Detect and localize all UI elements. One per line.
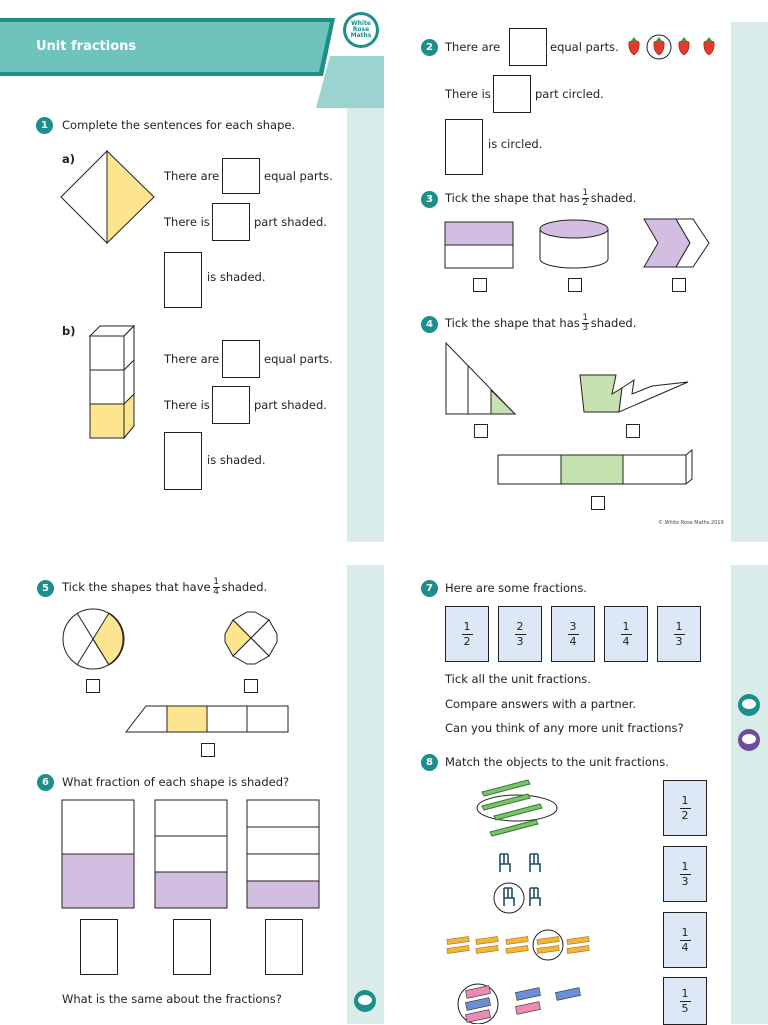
q2-sentence1-start: There are <box>445 40 501 54</box>
q4-prism-shape <box>497 449 693 485</box>
q1a-fraction-box[interactable] <box>164 252 202 308</box>
q2-fraction-box[interactable] <box>445 119 483 175</box>
header-banner <box>0 18 384 108</box>
q1b-label: b) <box>62 324 76 338</box>
q5-cross-shape <box>224 611 278 665</box>
q6-answer-box-2[interactable] <box>173 919 211 975</box>
q4-tick-box-prism[interactable] <box>591 496 605 510</box>
q1b-sentence2-start: There is <box>164 398 210 412</box>
page-title: Unit fractions <box>36 39 137 54</box>
q2-answer-box-1[interactable] <box>509 28 547 66</box>
q5-pencil-shape <box>124 705 289 733</box>
q3-tick-box-arrow[interactable] <box>672 278 686 292</box>
q1b-answer-box-2[interactable] <box>212 386 250 424</box>
q7-instruction-2: Compare answers with a partner. <box>445 697 637 711</box>
question-number-4: 4 <box>421 316 438 333</box>
q1a-label: a) <box>62 152 76 166</box>
q1a-sentence1-end: equal parts. <box>264 169 333 183</box>
q6-quarters-rectangle <box>246 799 320 909</box>
copyright-notice: © White Rose Maths 2019 <box>658 520 724 526</box>
q2-sentence2-start: There is <box>445 87 491 101</box>
q5-circle-shape <box>62 608 125 670</box>
q2-sentence2-end: part circled. <box>535 87 604 101</box>
q1a-sentence1-start: There are <box>164 169 220 183</box>
page4-sidebar <box>731 565 768 1024</box>
q4-tick-box-lightning[interactable] <box>626 424 640 438</box>
q8-chairs-group <box>493 853 541 914</box>
q1a-sentence2-start: There is <box>164 215 210 229</box>
q6-answer-box-1[interactable] <box>80 919 118 975</box>
q5-tick-box-cross[interactable] <box>244 679 258 693</box>
q6-followup: What is the same about the fractions? <box>62 992 282 1006</box>
q2-sentence3-end: is circled. <box>488 137 543 151</box>
q6-prompt: What fraction of each shape is shaded? <box>62 775 290 789</box>
q2-answer-box-2[interactable] <box>493 75 531 113</box>
q4-lightning-shape <box>579 374 689 413</box>
discussion-bubble-icon-teal <box>738 694 760 716</box>
q3-tick-box-cylinder[interactable] <box>568 278 582 292</box>
question-number-6: 6 <box>37 774 54 791</box>
q2-sentence1-end: equal parts. <box>550 40 619 54</box>
page2-sidebar <box>731 22 768 542</box>
q1a-sentence3-end: is shaded. <box>207 270 266 284</box>
q1b-sentence1-start: There are <box>164 352 220 366</box>
page3-sidebar <box>347 565 384 1024</box>
q1a-sentence2-end: part shaded. <box>254 215 327 229</box>
q1b-fraction-box[interactable] <box>164 432 202 490</box>
q1b-sentence3-end: is shaded. <box>207 453 266 467</box>
question-number-2: 2 <box>421 39 438 56</box>
discussion-bubble-icon-purple <box>738 729 760 751</box>
q3-cylinder-shape <box>539 219 609 269</box>
q5-tick-box-pencil[interactable] <box>201 743 215 757</box>
q8-rubbers-group <box>457 983 581 1024</box>
q8-prompt: Match the objects to the unit fractions. <box>445 755 669 769</box>
q8-erasers-group <box>446 929 590 961</box>
q1a-kite-shape <box>60 150 155 245</box>
q1b-stacked-cubes <box>88 324 136 440</box>
q3-arrow-shape <box>643 218 710 268</box>
discussion-bubble-icon <box>354 990 376 1012</box>
q7-instruction-3: Can you think of any more unit fractions… <box>445 721 684 735</box>
q8-pencils-group <box>476 779 558 837</box>
q6-answer-box-3[interactable] <box>265 919 303 975</box>
q5-tick-box-circle[interactable] <box>86 679 100 693</box>
q1a-answer-box-2[interactable] <box>212 203 250 241</box>
q1b-sentence2-end: part shaded. <box>254 398 327 412</box>
q6-halves-rectangle <box>61 799 135 909</box>
q1b-sentence1-end: equal parts. <box>264 352 333 366</box>
q1-prompt: Complete the sentences for each shape. <box>62 118 296 132</box>
q2-strawberries <box>628 34 715 60</box>
white-rose-logo: White Rose Maths <box>343 12 379 48</box>
question-number-7: 7 <box>421 580 438 597</box>
question-number-3: 3 <box>421 191 438 208</box>
question-number-1: 1 <box>36 117 53 134</box>
q1a-answer-box-1[interactable] <box>222 158 260 194</box>
question-number-8: 8 <box>421 754 438 771</box>
q7-prompt: Here are some fractions. <box>445 581 587 595</box>
question-number-5: 5 <box>37 580 54 597</box>
q4-triangle-shape <box>445 342 517 415</box>
q7-instruction-1: Tick all the unit fractions. <box>445 672 591 686</box>
page1-sidebar <box>347 100 384 542</box>
q6-thirds-rectangle <box>154 799 228 909</box>
q1b-answer-box-1[interactable] <box>222 340 260 378</box>
q3-tick-box-rectangle[interactable] <box>473 278 487 292</box>
q4-tick-box-triangle[interactable] <box>474 424 488 438</box>
q3-rectangle-shape <box>444 221 514 269</box>
